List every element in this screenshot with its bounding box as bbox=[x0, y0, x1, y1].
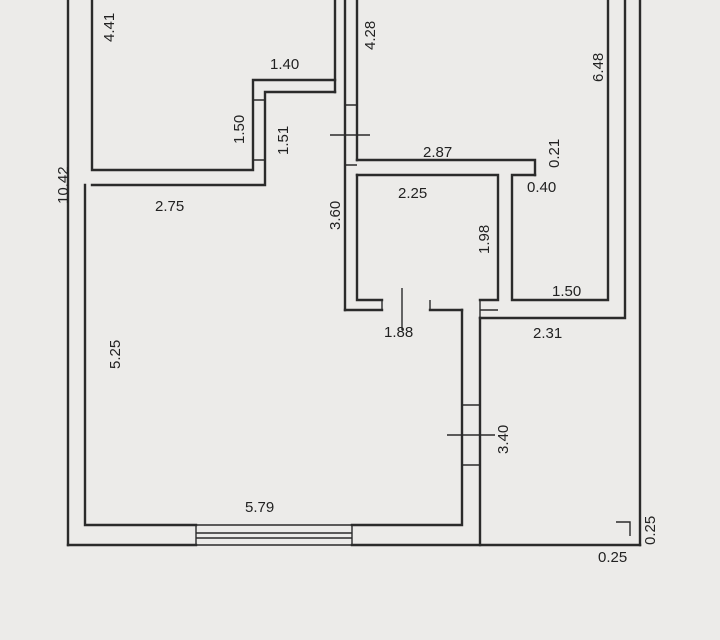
dim-1-50: 1.50 bbox=[231, 115, 248, 144]
dim-6-48: 6.48 bbox=[590, 53, 607, 82]
door-frame bbox=[253, 99, 265, 161]
dim-10-42: 10.42 bbox=[55, 166, 72, 204]
big-room-wall bbox=[83, 183, 464, 527]
right-room-wall bbox=[510, 0, 610, 302]
left-room-wall-outer bbox=[90, 90, 337, 187]
bath-wall bbox=[355, 173, 500, 302]
window bbox=[195, 524, 353, 546]
central-wall-a bbox=[333, 0, 347, 312]
dim-0-25-vertical: 0.25 bbox=[642, 516, 659, 545]
left-room-wall bbox=[90, 0, 337, 172]
partition-wall bbox=[355, 158, 537, 177]
central-door-mark bbox=[330, 104, 370, 166]
dim-3-40: 3.40 bbox=[495, 425, 512, 454]
dim-2-75: 2.75 bbox=[155, 198, 184, 215]
dim-2-31: 2.31 bbox=[533, 325, 562, 342]
big-room-door bbox=[447, 404, 495, 466]
dim-4-28: 4.28 bbox=[362, 21, 379, 50]
dim-0-21: 0.21 bbox=[546, 139, 563, 168]
dim-1-51: 1.51 bbox=[275, 126, 292, 155]
dim-5-25: 5.25 bbox=[107, 340, 124, 369]
dim-2-25: 2.25 bbox=[398, 185, 427, 202]
dim-1-50-lower: 1.50 bbox=[552, 283, 581, 300]
dim-0-40: 0.40 bbox=[527, 179, 556, 196]
bath-wall-left bbox=[355, 173, 384, 302]
dim-1-88: 1.88 bbox=[384, 324, 413, 341]
dim-4-41: 4.41 bbox=[101, 13, 118, 42]
dim-1-40: 1.40 bbox=[270, 56, 299, 73]
dim-2-87: 2.87 bbox=[423, 144, 452, 161]
dim-1-98: 1.98 bbox=[476, 225, 493, 254]
right-room-wall-outer bbox=[478, 0, 627, 320]
dim-5-79: 5.79 bbox=[245, 499, 274, 516]
dim-0-25-horizontal: 0.25 bbox=[598, 549, 627, 566]
corner-marker bbox=[616, 521, 631, 536]
dim-3-60: 3.60 bbox=[327, 201, 344, 230]
bath-door bbox=[381, 288, 431, 330]
